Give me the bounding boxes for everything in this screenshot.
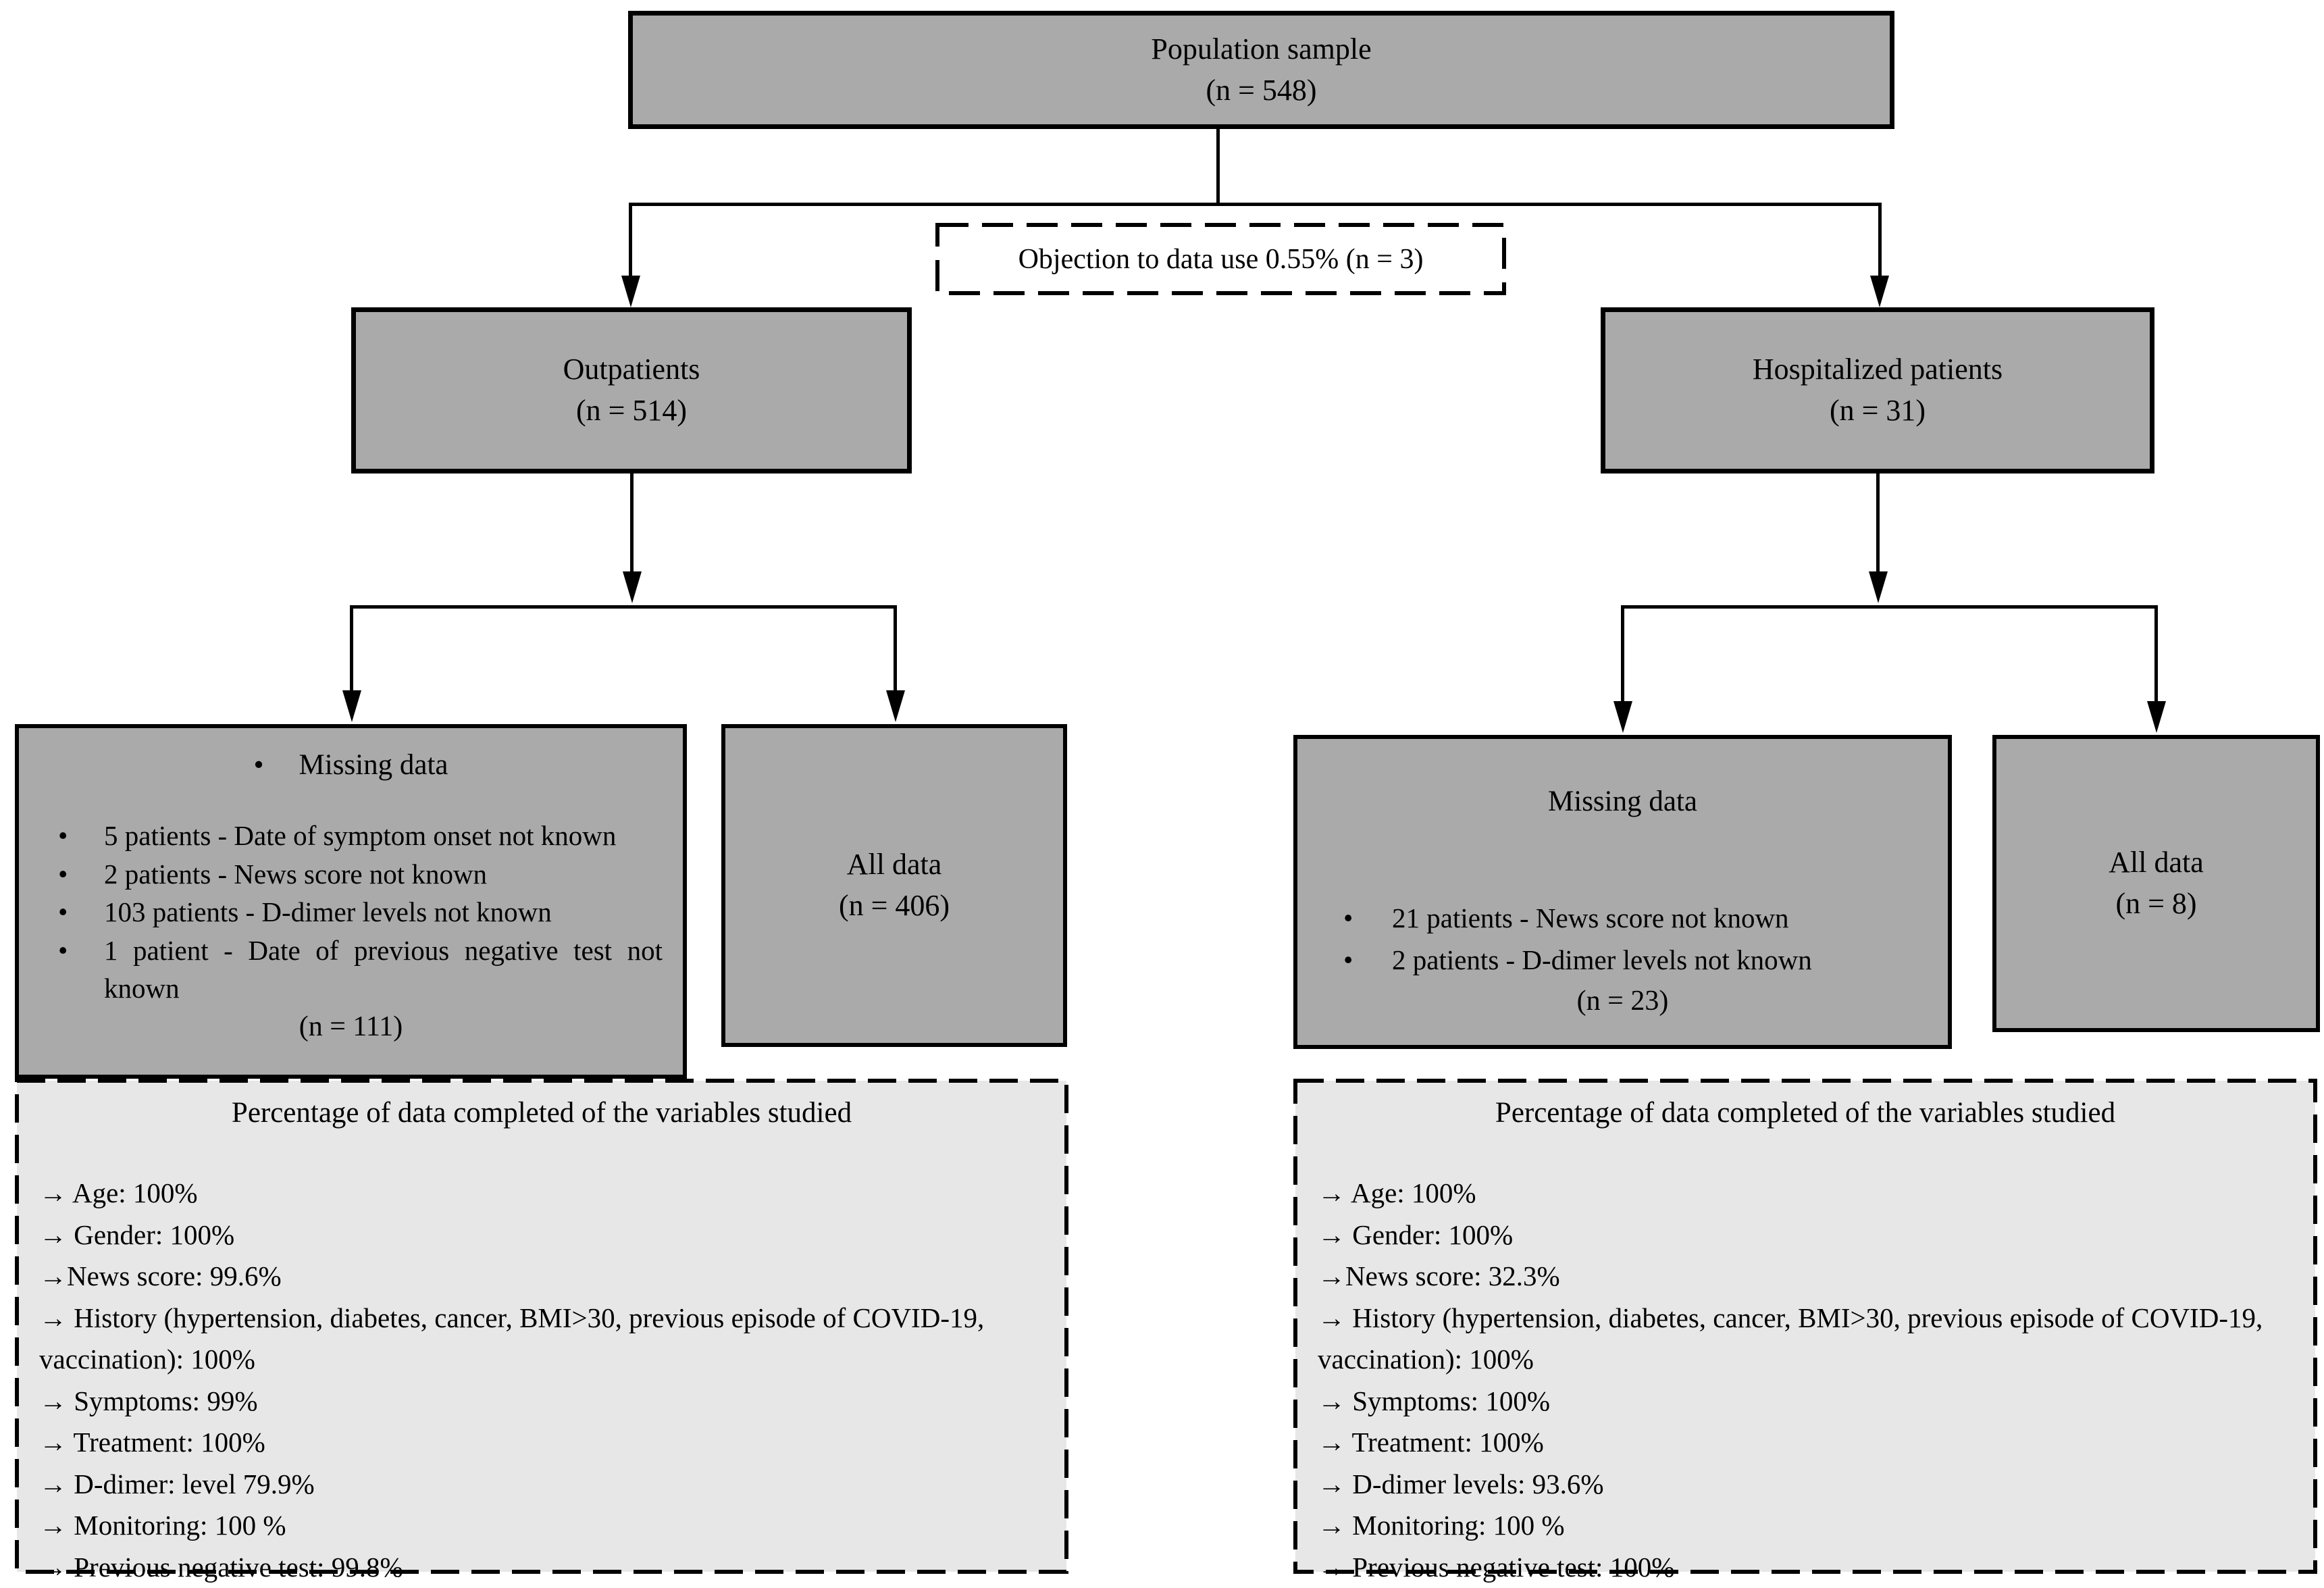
connector-line <box>1216 129 1220 205</box>
arrowhead-down-icon <box>1613 701 1632 733</box>
list-item: → Monitoring: 100 % <box>39 1505 1044 1547</box>
population-sample-box: Population sample (n = 548) <box>628 11 1894 129</box>
outpatients-all-data-box: All data (n = 406) <box>721 724 1067 1047</box>
all-data-n: (n = 8) <box>2115 883 2196 925</box>
list-item: → Gender: 100% <box>1318 1214 2293 1256</box>
list-item: • 2 patients - D-dimer levels not known <box>1318 940 1928 981</box>
list-item: • 2 patients - News score not known <box>39 855 663 894</box>
arrowhead-down-icon <box>1870 276 1889 307</box>
list-item: • 1 patient - Date of previous negative … <box>39 931 663 1008</box>
bullet-icon: • <box>58 931 68 970</box>
list-item: • 5 patients - Date of symptom onset not… <box>39 817 663 855</box>
bullet-icon: • <box>253 749 263 781</box>
connector-line <box>2154 605 2158 701</box>
bullet-icon: • <box>58 817 68 855</box>
arrowhead-down-icon <box>342 690 361 722</box>
all-data-label: All data <box>847 844 942 886</box>
hospitalized-missing-data-box: Missing data • 21 patients - News score … <box>1293 735 1952 1049</box>
list-item: →News score: 32.3% <box>1318 1256 2293 1298</box>
objection-box: Objection to data use 0.55% (n = 3) <box>935 223 1506 295</box>
bullet-icon: • <box>1343 898 1353 940</box>
list-item: → Treatment: 100% <box>39 1422 1044 1464</box>
list-item: → Age: 100% <box>1318 1173 2293 1214</box>
connector-line <box>629 203 632 277</box>
arrowhead-down-icon <box>1869 571 1888 603</box>
connector-line <box>1621 605 1624 701</box>
arrowhead-down-icon <box>886 690 905 722</box>
arrowhead-down-icon <box>623 571 642 603</box>
bullet-icon: • <box>58 893 68 931</box>
connector-line <box>350 605 897 609</box>
connector-line <box>1876 473 1880 573</box>
hospitalized-all-data-box: All data (n = 8) <box>1992 735 2320 1032</box>
panel-title: Percentage of data completed of the vari… <box>39 1096 1044 1129</box>
list-item: → D-dimer levels: 93.6% <box>1318 1464 2293 1506</box>
missing-data-n: (n = 111) <box>39 1010 663 1043</box>
outpatients-percentage-panel: Percentage of data completed of the vari… <box>15 1079 1068 1574</box>
list-item: → Symptoms: 99% <box>39 1381 1044 1423</box>
arrowhead-down-icon <box>2147 701 2166 733</box>
list-item: → Gender: 100% <box>39 1214 1044 1256</box>
list-item: → Age: 100% <box>39 1173 1044 1214</box>
missing-data-title: •Missing data <box>39 748 663 782</box>
connector-line <box>1878 203 1882 277</box>
all-data-n: (n = 406) <box>839 886 950 927</box>
list-item: → D-dimer: level 79.9% <box>39 1464 1044 1506</box>
connector-line <box>629 203 1882 206</box>
connector-line <box>894 605 897 692</box>
list-item: → History (hypertension, diabetes, cance… <box>39 1298 1044 1381</box>
bullet-icon: • <box>58 855 68 894</box>
list-item: → Previous negative test: 99.8% <box>39 1547 1044 1588</box>
list-item: → History (hypertension, diabetes, cance… <box>1318 1298 2293 1381</box>
outpatients-label: Outpatients <box>563 349 700 390</box>
missing-data-n: (n = 23) <box>1318 985 1928 1017</box>
outpatients-box: Outpatients (n = 514) <box>351 307 912 473</box>
outpatients-missing-data-box: •Missing data • 5 patients - Date of sym… <box>15 724 687 1079</box>
all-data-label: All data <box>2109 842 2204 883</box>
connector-line <box>1621 605 2158 609</box>
list-item: • 103 patients - D-dimer levels not know… <box>39 893 663 931</box>
list-item: →News score: 99.6% <box>39 1256 1044 1298</box>
list-item: → Treatment: 100% <box>1318 1422 2293 1464</box>
hospitalized-n: (n = 31) <box>1830 390 1926 432</box>
missing-data-title: Missing data <box>1318 785 1928 818</box>
outpatients-n: (n = 514) <box>576 390 687 432</box>
arrowhead-down-icon <box>621 276 640 307</box>
population-sample-n: (n = 548) <box>1206 70 1316 111</box>
hospitalized-label: Hospitalized patients <box>1753 349 2003 390</box>
panel-title: Percentage of data completed of the vari… <box>1318 1096 2293 1129</box>
connector-line <box>630 473 634 573</box>
bullet-icon: • <box>1343 940 1353 981</box>
objection-label: Objection to data use 0.55% (n = 3) <box>935 223 1506 295</box>
population-sample-label: Population sample <box>1151 29 1371 70</box>
hospitalized-box: Hospitalized patients (n = 31) <box>1601 307 2154 473</box>
hospitalized-percentage-panel: Percentage of data completed of the vari… <box>1293 1079 2317 1574</box>
list-item: → Monitoring: 100 % <box>1318 1505 2293 1547</box>
list-item: → Symptoms: 100% <box>1318 1381 2293 1423</box>
connector-line <box>350 605 353 692</box>
list-item: → Previous negative test: 100% <box>1318 1547 2293 1588</box>
list-item: • 21 patients - News score not known <box>1318 898 1928 940</box>
